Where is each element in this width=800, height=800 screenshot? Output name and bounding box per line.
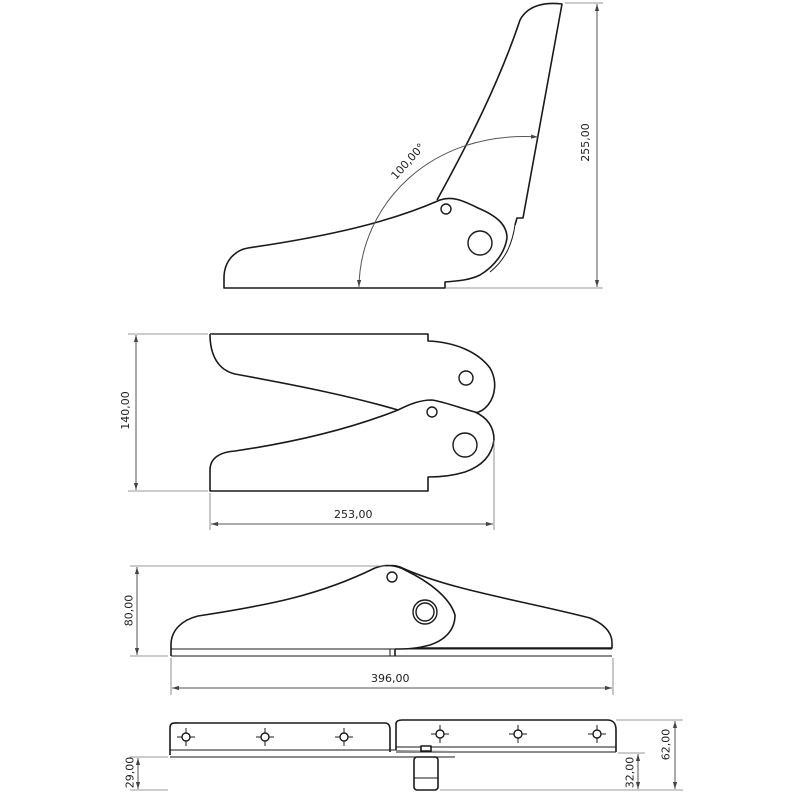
- hinge-pin-cap: [420, 745, 432, 752]
- view-top: [130, 719, 683, 791]
- height-80-label: 80,00: [122, 594, 136, 627]
- small-pin-hole-2: [426, 406, 438, 418]
- length-396-label: 396,00: [371, 672, 410, 685]
- backrest-plate: [436, 2, 563, 226]
- screw-holes-left: [177, 728, 353, 746]
- upper-pin-hole: [458, 370, 474, 386]
- small-pin-hole: [440, 203, 452, 215]
- left-plate: [170, 564, 456, 656]
- lower-plate: [209, 399, 495, 492]
- length-253-label: 253,00: [334, 508, 373, 521]
- right-leaf: [395, 719, 617, 752]
- offset-29-label: 29,00: [123, 756, 137, 789]
- view-flat: [130, 564, 614, 695]
- seat-plate: [223, 197, 508, 289]
- small-pin-hole-3: [386, 571, 398, 583]
- offset-32-label: 32,00: [623, 756, 637, 789]
- pivot-hole-3-inner: [415, 602, 435, 622]
- view-open-seat: [223, 2, 603, 289]
- hinge-pin: [413, 756, 439, 791]
- angle-arc: [356, 134, 539, 288]
- screw-holes-right: [431, 725, 606, 743]
- upper-plate: [210, 333, 496, 414]
- height-62-label: 62,00: [659, 728, 673, 761]
- pivot-hole: [467, 230, 493, 256]
- height-255-label: 255,00: [578, 123, 592, 162]
- height-140-label: 140,00: [118, 391, 132, 430]
- pivot-hole-2: [452, 432, 478, 458]
- left-leaf: [169, 722, 391, 755]
- view-folded: [128, 333, 496, 530]
